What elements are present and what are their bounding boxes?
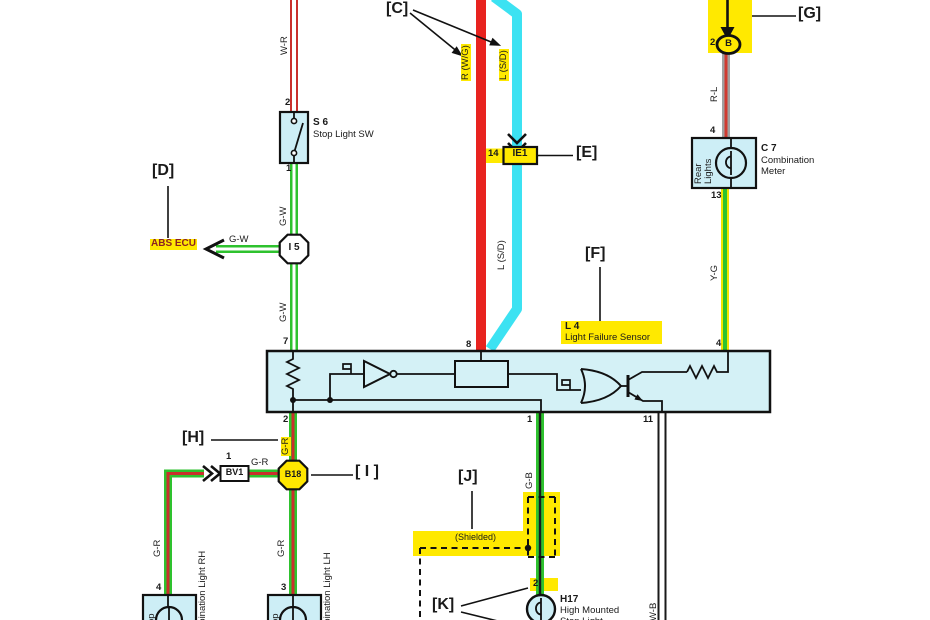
terminal-c7-4: 4 xyxy=(710,125,716,136)
l4-label: L 4 Light Failure Sensor xyxy=(561,321,662,345)
abs-ecu-arrow xyxy=(202,238,225,260)
h17-name1: High Mounted xyxy=(560,605,620,616)
h17-id: H17 xyxy=(560,594,579,605)
s6-name: Stop Light SW xyxy=(313,129,374,140)
wire-label-g-w: G-W xyxy=(278,206,289,226)
callout-i: [ I ] xyxy=(355,463,379,480)
l4-name: Light Failure Sensor xyxy=(565,331,651,343)
h17-lamp-symbol xyxy=(525,593,557,620)
callout-j: [J] xyxy=(458,468,478,485)
wire-label-w-b: W-B xyxy=(648,602,659,620)
resistor-horizontal xyxy=(686,352,729,381)
terminal-s6-2: 2 xyxy=(285,97,291,108)
terminal-l4-11: 11 xyxy=(643,414,654,425)
wire-label-g-r: G-R xyxy=(276,539,287,557)
bv1-id: BV1 xyxy=(225,467,244,477)
terminal-h17-2: 2 xyxy=(533,578,539,589)
wire-label-y-g: Y-G xyxy=(709,264,720,281)
wire-label-l-bus: L (S/D) xyxy=(496,240,507,270)
down-arrow-icon xyxy=(720,27,735,40)
c7-internal-label: Rear Lights xyxy=(693,158,714,184)
h17-name2: Stop Light xyxy=(560,617,603,620)
inverter-gate xyxy=(363,359,393,389)
i5-id: I 5 xyxy=(288,242,300,253)
shield-dashed-outline xyxy=(419,496,556,620)
wire-label-r-l: R-L xyxy=(709,86,720,102)
terminal-l4-1: 1 xyxy=(527,414,533,425)
connector-b xyxy=(715,0,742,55)
ie1-pin: 14 xyxy=(487,148,500,159)
flag-symbol xyxy=(561,379,571,390)
light-failure-sensor-box xyxy=(265,349,772,414)
terminal-lh-3: 3 xyxy=(281,582,287,593)
c7-name2: Meter xyxy=(761,166,786,177)
chevrons-icon xyxy=(202,465,223,482)
ie1-id: IE1 xyxy=(512,148,528,159)
connector-bv1 xyxy=(202,465,250,482)
callout-f: [F] xyxy=(585,245,606,262)
lh-lamp-label: Stop xyxy=(270,613,281,620)
terminal-rh-4: 4 xyxy=(156,582,162,593)
resistor-vertical xyxy=(284,352,302,412)
rh-name: Rear Combination Light RH xyxy=(197,550,208,620)
junction-b18 xyxy=(277,459,309,491)
or-gate xyxy=(580,368,622,404)
l4-id: L 4 xyxy=(565,321,580,332)
abs-ecu-label: ABS ECU xyxy=(150,238,198,250)
b18-id: B18 xyxy=(284,469,302,479)
shield-junction-dot xyxy=(524,544,532,552)
callout-k: [K] xyxy=(432,596,455,613)
wire-label-r-bus: R (W/G) xyxy=(460,44,471,81)
terminal-l4-4: 4 xyxy=(716,338,722,349)
shield-highlight-horizontal xyxy=(413,531,523,556)
wire-label-w-r: W-R xyxy=(279,36,290,55)
c7-name1: Combination xyxy=(761,155,815,166)
terminal-c7-13: 13 xyxy=(711,190,722,201)
lh-name: Rear Combination Light LH xyxy=(322,552,333,620)
stop-light-switch-symbol xyxy=(278,110,310,165)
terminal-bv1-1: 1 xyxy=(226,451,232,462)
junction-dot xyxy=(327,397,333,403)
terminal-b-2: 2 xyxy=(710,37,716,48)
callout-g: [G] xyxy=(798,5,822,22)
terminal-l4-2: 2 xyxy=(283,414,289,425)
flag-symbol xyxy=(342,363,352,374)
terminal-l4-7: 7 xyxy=(283,336,289,347)
callout-c: [C] xyxy=(386,0,409,17)
transistor xyxy=(626,371,687,412)
wire-g-r-rh xyxy=(164,469,204,596)
c7-id: C 7 xyxy=(761,143,777,154)
wire-label-l-bus: L (S/D) xyxy=(498,49,509,81)
callout-e: [E] xyxy=(576,144,598,161)
junction-i5 xyxy=(278,233,310,265)
callout-lines xyxy=(167,9,796,620)
b-id: B xyxy=(725,38,732,49)
callout-d: [D] xyxy=(152,162,175,179)
rh-lamp-label: Stop xyxy=(146,613,157,620)
terminal-s6-1: 1 xyxy=(286,163,292,174)
rear-combination-light-rh-symbol xyxy=(141,593,198,620)
wire-label-g-w: G-W xyxy=(229,234,249,245)
s6-id: S 6 xyxy=(313,117,329,128)
junction-dot xyxy=(290,397,296,403)
wire-label-g-r: G-R xyxy=(152,539,163,557)
combination-meter-symbol xyxy=(690,136,758,190)
wire-label-g-r: G-R xyxy=(280,436,291,456)
wire-g-w-branch xyxy=(202,238,281,260)
rear-combination-light-lh-symbol xyxy=(266,593,323,620)
wire-label-g-r: G-R xyxy=(251,457,269,468)
wire-label-g-w: G-W xyxy=(278,302,289,322)
shielded-label: (Shielded) xyxy=(455,532,497,542)
terminal-l4-8: 8 xyxy=(466,339,472,350)
callout-h: [H] xyxy=(182,429,205,446)
wire-label-g-b: G-B xyxy=(524,472,535,489)
